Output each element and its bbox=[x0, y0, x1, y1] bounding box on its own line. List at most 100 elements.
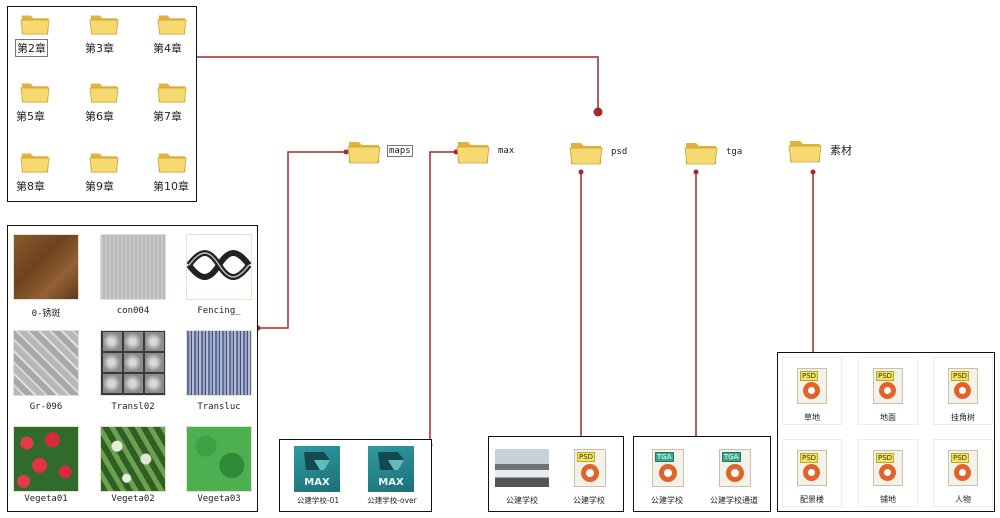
chapter-label: 第5章 bbox=[16, 110, 45, 123]
chapter-label: 第6章 bbox=[85, 110, 114, 123]
texture-label: Gr-096 bbox=[29, 402, 63, 412]
texture-thumb-rust[interactable] bbox=[13, 234, 79, 300]
max-file-icon: MAX bbox=[294, 446, 340, 492]
chapter-folder[interactable]: 第5章 bbox=[16, 79, 56, 127]
texture-thumb-transl02[interactable] bbox=[100, 330, 166, 396]
texture-label: con004 bbox=[116, 306, 150, 316]
material-file-label: 草地 bbox=[804, 413, 820, 422]
max-badge: MAX bbox=[304, 477, 330, 488]
material-file-item[interactable]: PSD 地面 bbox=[858, 357, 918, 425]
psd-file-icon: PSD bbox=[948, 450, 978, 486]
texture-label: Transluc bbox=[197, 402, 241, 412]
building-photo-thumb bbox=[495, 449, 549, 487]
folder-icon bbox=[347, 142, 381, 164]
connector-chapter2-to-psd bbox=[33, 56, 599, 112]
psd-badge: PSD bbox=[800, 453, 819, 463]
folder-icon bbox=[569, 143, 603, 165]
max-logo-icon bbox=[304, 452, 330, 470]
psd-files-panel: 公建学校 PSD 公建学校 bbox=[488, 436, 624, 512]
chapter-label: 第3章 bbox=[85, 42, 114, 55]
folder-icon bbox=[456, 142, 490, 164]
texture-label: Vegeta03 bbox=[197, 494, 241, 504]
tga-badge: TGA bbox=[722, 452, 741, 462]
psd-badge: PSD bbox=[577, 452, 596, 462]
psd-file-label: 公建学校 bbox=[506, 496, 538, 505]
psd-badge: PSD bbox=[876, 371, 895, 381]
chapter-folder[interactable]: 第4章 bbox=[153, 11, 193, 59]
chapter-label: 第9章 bbox=[85, 180, 114, 193]
folder-icon bbox=[157, 153, 187, 173]
tga-file-item[interactable]: TGA 公建学校 bbox=[639, 445, 697, 509]
chapter-folders-panel: 第2章第3章 第4章第5章 第6章 第7章第8章 第9章 第10章 bbox=[7, 6, 197, 202]
chapter-folder[interactable]: 第3章 bbox=[85, 11, 125, 59]
texture-thumb-vegeta02[interactable] bbox=[100, 426, 166, 492]
psd-file-icon: PSD bbox=[797, 450, 827, 486]
chapter-folder[interactable]: 第6章 bbox=[85, 79, 125, 127]
folder-icon bbox=[89, 15, 119, 35]
texture-thumb-paving[interactable] bbox=[13, 330, 79, 396]
max-file-item[interactable]: MAX 公建学校-01 bbox=[290, 446, 346, 506]
texture-thumb-vegeta01[interactable] bbox=[13, 426, 79, 492]
psd-badge: PSD bbox=[951, 453, 970, 463]
psd-file-icon: PSD bbox=[574, 449, 606, 487]
texture-thumb-transluc[interactable] bbox=[186, 330, 252, 396]
texture-thumb-concrete[interactable] bbox=[100, 234, 166, 300]
chapter-folder[interactable]: 第2章 bbox=[15, 11, 56, 59]
max-file-label: 公建学校-01 bbox=[296, 496, 340, 505]
texture-label: Vegeta01 bbox=[24, 494, 68, 504]
material-file-item[interactable]: PSD 配景楼 bbox=[782, 439, 842, 507]
connector-dot bbox=[343, 149, 349, 155]
fence-pattern bbox=[186, 250, 252, 280]
psd-file-icon: PSD bbox=[948, 368, 978, 404]
texture-thumb-fencing[interactable] bbox=[186, 234, 252, 300]
chapter-folder[interactable]: 第8章 bbox=[16, 149, 56, 197]
material-file-label: 配景楼 bbox=[800, 495, 824, 504]
folder-icon bbox=[684, 143, 718, 165]
psd-file-item[interactable]: PSD 公建学校 bbox=[561, 445, 619, 509]
material-file-item[interactable]: PSD 草地 bbox=[782, 357, 842, 425]
connector-max-to-maxfiles bbox=[429, 151, 456, 445]
material-file-label: 地面 bbox=[880, 413, 896, 422]
texture-thumb-vegeta03[interactable] bbox=[186, 426, 252, 492]
chapter-label: 第7章 bbox=[153, 110, 182, 123]
tga-files-panel: TGA 公建学校 TGA 公建学校通道 bbox=[633, 436, 771, 512]
tga-file-label: 公建学校 bbox=[651, 496, 683, 505]
folder-label: 素材 bbox=[830, 144, 852, 157]
max-file-icon: MAX bbox=[368, 446, 414, 492]
chapter-label: 第4章 bbox=[153, 42, 182, 55]
psd-file-icon: PSD bbox=[797, 368, 827, 404]
connector-dot bbox=[693, 169, 699, 175]
tga-file-icon: TGA bbox=[652, 449, 684, 487]
psd-file-item[interactable]: 公建学校 bbox=[494, 445, 552, 509]
texture-label: Vegeta02 bbox=[111, 494, 155, 504]
tga-file-label: 公建学校通道 bbox=[710, 496, 758, 505]
material-file-item[interactable]: PSD 人物 bbox=[933, 439, 993, 507]
chapter-folder[interactable]: 第7章 bbox=[153, 79, 193, 127]
texture-label: Fencing_ bbox=[197, 306, 241, 316]
texture-label: Transl02 bbox=[111, 402, 155, 412]
textures-panel: 0-锈斑 con004 Fencing_ Gr-096 Transl02 Tra… bbox=[7, 225, 258, 512]
folder-label: max bbox=[498, 146, 515, 156]
folder-icon bbox=[89, 153, 119, 173]
folder-label: tga bbox=[726, 147, 743, 157]
psd-file-icon: PSD bbox=[873, 450, 903, 486]
max-badge: MAX bbox=[378, 477, 404, 488]
tga-file-item[interactable]: TGA 公建学校通道 bbox=[706, 445, 764, 509]
material-file-label: 人物 bbox=[955, 495, 971, 504]
texture-label: 0-锈斑 bbox=[31, 309, 61, 319]
chapter-folder[interactable]: 第10章 bbox=[153, 149, 193, 197]
chapter-folder[interactable]: 第9章 bbox=[85, 149, 125, 197]
folder-icon bbox=[788, 141, 822, 163]
folder-label: psd bbox=[611, 147, 628, 157]
max-file-item[interactable]: MAX 公建学校-over bbox=[364, 446, 420, 506]
folder-icon bbox=[20, 153, 50, 173]
connector-dot bbox=[593, 107, 603, 117]
connector-dot bbox=[810, 169, 816, 175]
max-file-label: 公建学校-over bbox=[367, 496, 417, 505]
chapter-label: 第8章 bbox=[16, 180, 45, 193]
tga-badge: TGA bbox=[655, 452, 674, 462]
